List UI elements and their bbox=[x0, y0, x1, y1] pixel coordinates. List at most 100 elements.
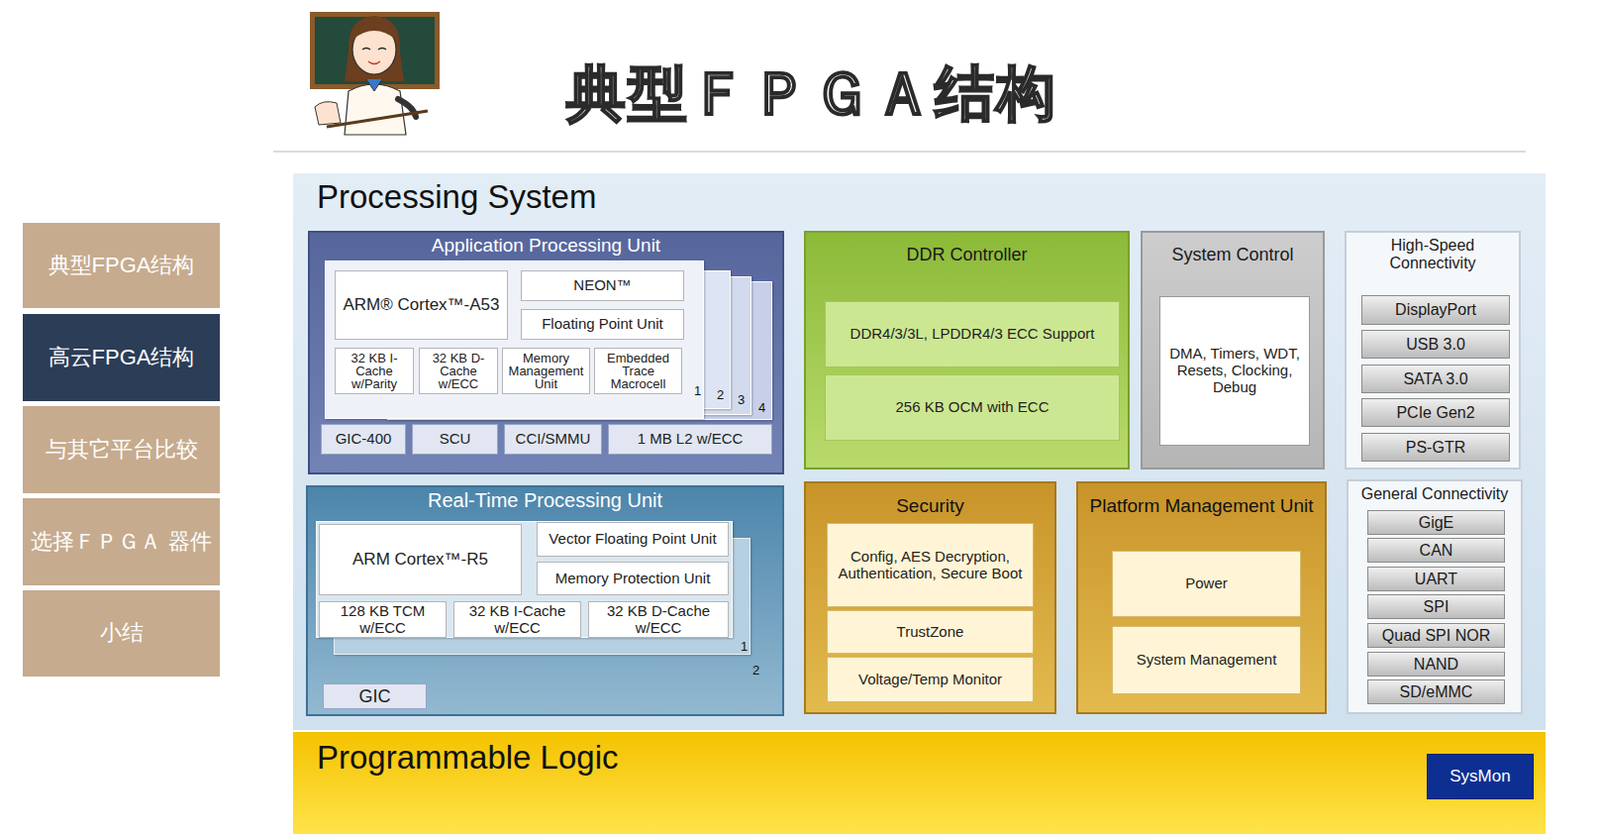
group-heading: System Control bbox=[1171, 244, 1294, 265]
box-label: 128 KB TCM w/ECC bbox=[323, 602, 442, 637]
block-box: SPI bbox=[1367, 594, 1505, 619]
menu-item: 选择ＦＰＧＡ 器件 bbox=[22, 498, 220, 586]
block-box: Power bbox=[1111, 550, 1301, 617]
block-box: 32 KB I-Cache w/ECC bbox=[453, 600, 582, 638]
box-label: Config, AES Decryption, Authentication, … bbox=[831, 548, 1029, 583]
block-box: NAND bbox=[1367, 651, 1505, 677]
group-heading: High-Speed Connectivity bbox=[1346, 236, 1519, 273]
block-box: Memory Management Unit bbox=[501, 347, 591, 395]
block-box: SATA 3.0 bbox=[1361, 364, 1510, 394]
mouth bbox=[368, 61, 381, 65]
menu-item: 典型FPGA结构 bbox=[22, 222, 220, 308]
block-box: GIC-400 bbox=[320, 423, 406, 455]
box-label: SCU bbox=[439, 430, 472, 448]
eyes bbox=[362, 48, 387, 51]
group-heading: General Connectivity bbox=[1361, 485, 1509, 503]
group-heading: Programmable Logic bbox=[316, 739, 618, 777]
stack-number: 4 bbox=[758, 400, 766, 414]
box-label: USB 3.0 bbox=[1405, 335, 1466, 354]
block-box: DMA, Timers, WDT, Resets, Clocking, Debu… bbox=[1159, 296, 1310, 446]
block-box: TrustZone bbox=[826, 609, 1034, 654]
group-heading: Security bbox=[896, 495, 965, 516]
box-label: PS-GTR bbox=[1405, 438, 1466, 457]
stack-number: 1 bbox=[740, 639, 748, 653]
box-label: 32 KB D-Cache w/ECC bbox=[423, 351, 494, 392]
group-heading: Platform Management Unit bbox=[1090, 495, 1314, 516]
block-box: 1 MB L2 w/ECC bbox=[607, 423, 773, 455]
stack-number: 3 bbox=[737, 393, 745, 406]
block-box: SysMon bbox=[1426, 753, 1534, 800]
box-label: DDR4/3/3L, LPDDR4/3 ECC Support bbox=[850, 325, 1096, 343]
menu-item: 小结 bbox=[22, 590, 220, 677]
block-group: Real-Time Processing UnitARM Cortex™-R5 V… bbox=[305, 485, 785, 716]
block-box: Config, AES Decryption, Authentication, … bbox=[826, 522, 1034, 607]
block-group: Processing SystemApplication Processing … bbox=[293, 173, 1546, 730]
box-label: CAN bbox=[1419, 541, 1454, 560]
block-box: SD/eMMC bbox=[1367, 679, 1505, 704]
block-box: Quad SPI NOR bbox=[1367, 622, 1505, 648]
block-box: 32 KB I-Cache w/Parity bbox=[334, 347, 414, 395]
block-box: PCIe Gen2 bbox=[1361, 398, 1510, 427]
box-label: 256 KB OCM with ECC bbox=[895, 399, 1049, 416]
block-box: UART bbox=[1367, 566, 1505, 592]
block-box: DDR4/3/3L, LPDDR4/3 ECC Support bbox=[824, 300, 1120, 368]
group-heading: Real-Time Processing Unit bbox=[427, 489, 663, 511]
chalkboard bbox=[314, 16, 435, 85]
block-box: GIC bbox=[322, 683, 427, 709]
box-label: 32 KB I-Cache w/ECC bbox=[458, 602, 577, 637]
box-label: GIC bbox=[358, 686, 391, 706]
block-box: CAN bbox=[1367, 537, 1505, 563]
box-label: PCIe Gen2 bbox=[1396, 403, 1475, 422]
block-box: ARM Cortex™-R5 bbox=[318, 523, 522, 596]
block-box: CCI/SMMU bbox=[503, 423, 602, 455]
fringe bbox=[352, 21, 397, 40]
box-label: ARM Cortex™-R5 bbox=[352, 549, 489, 569]
block-box: Voltage/Temp Monitor bbox=[826, 656, 1034, 702]
block-box: 128 KB TCM w/ECC bbox=[318, 600, 447, 638]
box-label: CCI/SMMU bbox=[515, 430, 592, 448]
box-label: Floating Point Unit bbox=[541, 315, 664, 333]
block-group: SecurityConfig, AES Decryption, Authenti… bbox=[803, 481, 1057, 714]
box-label: NEON™ bbox=[573, 277, 631, 295]
box-label: ARM® Cortex™-A53 bbox=[342, 295, 500, 314]
box-label: 高云FPGA结构 bbox=[48, 345, 196, 371]
box-label: 典型FPGA结构 bbox=[48, 253, 196, 279]
block-box: USB 3.0 bbox=[1361, 329, 1510, 359]
group-heading: Processing System bbox=[316, 179, 597, 216]
box-label: Embedded Trace Macrocell bbox=[599, 351, 678, 392]
box-label: NAND bbox=[1413, 655, 1459, 674]
block-box: SCU bbox=[411, 423, 499, 455]
block-group: DDR ControllerDDR4/3/3L, LPDDR4/3 ECC Su… bbox=[803, 230, 1130, 470]
block-box: Embedded Trace Macrocell bbox=[594, 347, 683, 395]
box-label: Quad SPI NOR bbox=[1382, 626, 1491, 645]
block-box: GigE bbox=[1367, 509, 1505, 535]
box-label: 32 KB D-Cache w/ECC bbox=[593, 602, 724, 637]
menu-item: 高云FPGA结构 bbox=[22, 313, 220, 401]
stack-number: 1 bbox=[694, 384, 701, 398]
box-label: SATA 3.0 bbox=[1402, 370, 1468, 389]
block-group: Application Processing UnitARM® Cortex™-… bbox=[307, 230, 785, 475]
group-heading: DDR Controller bbox=[905, 244, 1027, 265]
box-label: Voltage/Temp Monitor bbox=[858, 671, 1002, 689]
block-box: 32 KB D-Cache w/ECC bbox=[418, 347, 499, 395]
hand bbox=[314, 101, 341, 125]
block-box: PS-GTR bbox=[1361, 432, 1510, 462]
stack-number: 2 bbox=[752, 663, 760, 677]
box-label: 小结 bbox=[100, 620, 144, 646]
slide-title: 典型ＦＰＧＡ结构 bbox=[514, 49, 1109, 139]
box-label: UART bbox=[1414, 570, 1458, 589]
pointer-stick bbox=[326, 110, 428, 127]
box-label: Power bbox=[1185, 575, 1228, 593]
box-label: DMA, Timers, WDT, Resets, Clocking, Debu… bbox=[1164, 345, 1305, 396]
block-group: Programmable Logic SysMon bbox=[293, 731, 1546, 834]
block-group: System ControlDMA, Timers, WDT, Resets, … bbox=[1140, 230, 1325, 470]
hair bbox=[344, 15, 404, 82]
box-label: 32 KB I-Cache w/Parity bbox=[339, 351, 409, 392]
block-group: General ConnectivityGigE CAN UART SPI Quad S… bbox=[1346, 479, 1523, 714]
board-frame bbox=[309, 11, 440, 90]
block-box: DisplayPort bbox=[1361, 295, 1510, 325]
box-label: Memory Protection Unit bbox=[555, 570, 711, 588]
box-label: 1 MB L2 w/ECC bbox=[637, 430, 744, 448]
block-box: Memory Protection Unit bbox=[536, 561, 729, 596]
block-box: Vector Floating Point Unit bbox=[536, 521, 729, 557]
